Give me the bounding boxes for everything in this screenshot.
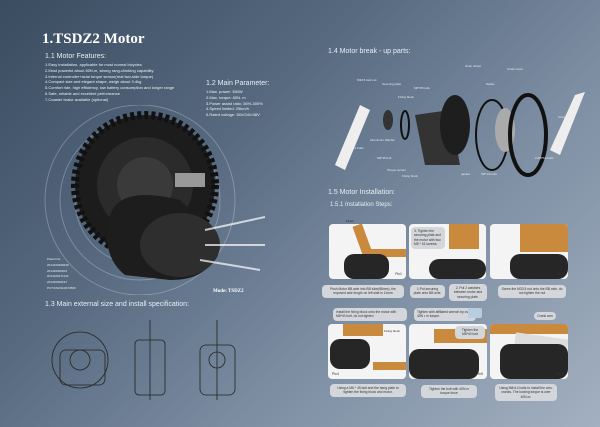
patent-number: 2014100496628 (47, 262, 69, 267)
caption: Tighten with affiliated wrench by over 4… (414, 308, 476, 321)
feature-item: 4.Compact size and elegant shape, weigh … (45, 79, 142, 85)
part-label: Spider (486, 82, 495, 86)
callout-pic5: Tighten the M8*40 bolt (455, 326, 485, 339)
part-label: M6*45 bolts (414, 86, 430, 90)
size-spec-heading: 1.3 Main external size and install speci… (45, 301, 189, 308)
dimension-label: 11mm (346, 219, 355, 223)
install-photo-5: Tighten the M8*40 bolt Pic5 (409, 324, 487, 379)
install-photo-1: Pic1 (329, 224, 406, 279)
feature-item: 3.Internal controller+axial torque senso… (45, 73, 154, 79)
feature-item: 7.Coaster brake available (optional) (45, 96, 109, 102)
caption: Install the fixing block onto the motor … (333, 308, 407, 321)
dimension-drawings (51, 320, 236, 400)
pic-label: Pic5 (476, 372, 483, 376)
wrench-icon (468, 308, 482, 318)
part-label: gasket (461, 172, 470, 176)
patent-number: 201420006197 (47, 280, 68, 285)
breakup-heading: 1.4 Motor break - up parts: (328, 48, 411, 55)
callout-pic6: Crank arm (534, 312, 556, 321)
callout-pic4: Fixing block (384, 329, 400, 333)
install-photo-6: Pic6 (490, 324, 568, 379)
install-photo-2: 3. Tighten the securing plate and the mo… (409, 224, 486, 279)
part-label: M5*14 bolts (481, 172, 497, 176)
part-label: M33.5 lock nut (357, 78, 377, 82)
parameter-item: 5.Rated voltage: 36V/24V/48V (206, 112, 260, 118)
pic-label: Pic4 (332, 372, 339, 376)
features-heading: 1.1 Motor Features: (45, 53, 107, 60)
feature-item: 6.Safe, reliable and excellent performan… (45, 90, 120, 96)
caption: 1.Put securing plate onto BB axle. (410, 285, 445, 298)
model-label: Mode: TSDZ2 (213, 289, 244, 294)
exploded-view (335, 92, 585, 177)
caption: Screw the M33.5 nut onto the BB axle, do… (498, 285, 566, 298)
motor-product-image (44, 105, 266, 295)
patent-number: 2014100471132 (47, 274, 69, 279)
pic-label: Pic2 (475, 272, 482, 276)
install-photo-4: Fixing block Pic4 (328, 324, 406, 379)
part-label: Fixing block (402, 174, 418, 178)
installation-subheading: 1.5.1 Installation Steps: (330, 202, 393, 208)
patent-number: 201420006204 (47, 268, 68, 273)
part-label: M6*45 bolt (377, 156, 392, 160)
patent-heading: Patent No. (47, 257, 62, 261)
part-label: Crank arm (558, 115, 573, 119)
feature-item: 5.Comfort ride, high efficiency, low bat… (45, 85, 175, 91)
patent-list: Patent No. 2014100496628 201420006204 20… (47, 257, 76, 292)
caption: Push Motor BB axle into BB tube(68mm), t… (322, 285, 404, 298)
pic-label: Pic1 (395, 272, 402, 276)
pic-label: Pic6 (557, 372, 564, 376)
parameter-item: 1.Max. power: 350W (206, 89, 243, 94)
feature-item: 1.Easy installation, applicable for most… (45, 62, 142, 67)
callout-pic2: 3. Tighten the securing plate and the mo… (411, 227, 445, 249)
part-label: Fixing block (398, 95, 414, 99)
part-label: Securing plate (382, 82, 402, 86)
part-label: Aluminium Washer (370, 138, 396, 142)
parameter-item: 3.Power assist ratio: 36%-300% (206, 100, 263, 106)
pic-label: Pic3 (557, 272, 564, 276)
part-label: Torque sensor (387, 168, 407, 172)
part-label: Chain cover (507, 67, 524, 71)
caption: Using M8x14 bolts to install the arm-cra… (495, 384, 557, 402)
part-label: 2-M8*16 bolts (535, 156, 554, 160)
page-title: 1.TSDZ2 Motor (42, 31, 145, 47)
caption: Tighten the bolt with 40N.m torque force (421, 385, 477, 398)
part-label: 2-M8*14 bolts (345, 146, 364, 150)
parameter-item: 2.Max. torque: 80N. m (206, 94, 246, 100)
parameter-item: 4.Speed limited: 25km/h (206, 106, 249, 112)
main-parameters: 1.2 Main Parameter: 1.Max. power: 350W 2… (206, 80, 269, 118)
parameters-heading: 1.2 Main Parameter: (206, 80, 270, 87)
installation-heading: 1.5 Motor Installation: (328, 189, 395, 196)
part-label: chain wheel (465, 64, 481, 68)
caption: 2. Put 2 washers between motor and secur… (449, 284, 487, 302)
feature-item: 2.Most powerful about 80N.m, strong rang… (45, 67, 154, 73)
caption: Using a M6 * 45 bolt and the hang plate … (330, 384, 406, 397)
install-photo-3: Pic3 (490, 224, 568, 279)
motor-features: 1.1 Motor Features: 1.Easy installation,… (45, 53, 174, 103)
patent-number: PCT/CN2014/072580 (47, 285, 76, 290)
